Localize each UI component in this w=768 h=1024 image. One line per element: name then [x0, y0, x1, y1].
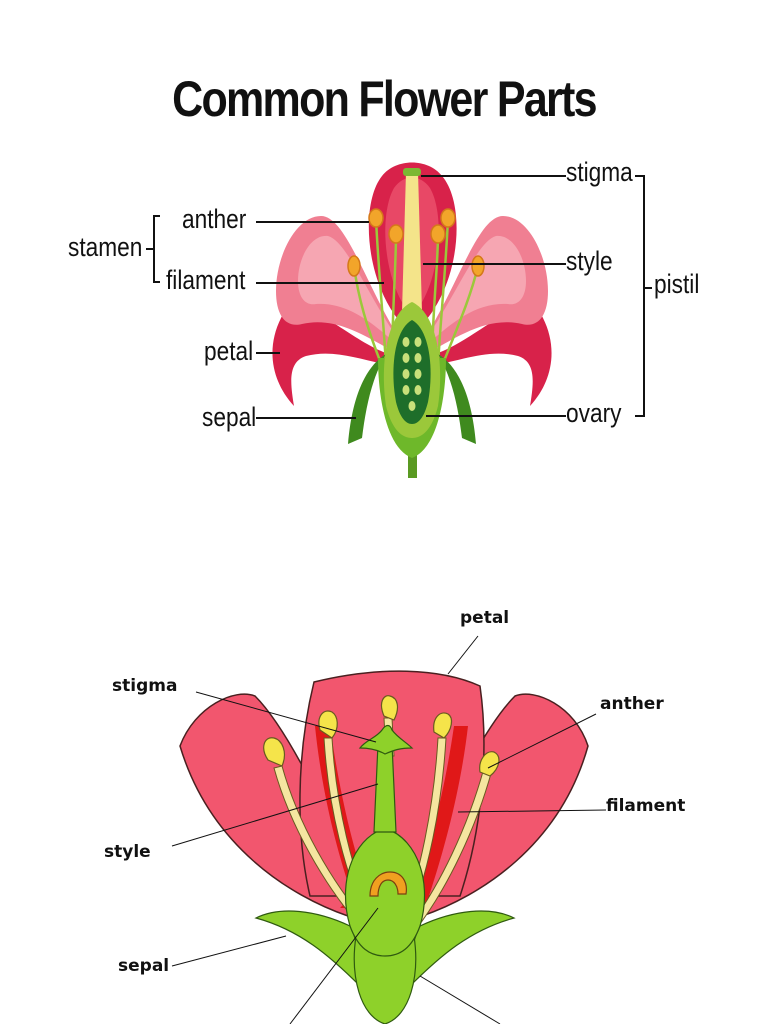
right-sepal	[438, 354, 476, 444]
left-sepal	[254, 910, 362, 988]
top-flower-diagram: Common Flower Parts	[66, 66, 702, 478]
leader-receptacle	[419, 975, 501, 1024]
anther-1	[263, 737, 286, 767]
ovule	[369, 871, 407, 897]
label-sepal: sepal	[202, 402, 257, 432]
top-flower-illustration	[146, 162, 652, 478]
leader-sepal	[171, 935, 287, 967]
bottom-flower-illustration	[171, 635, 607, 1024]
leader-filament	[457, 809, 607, 813]
anther-1	[368, 208, 384, 228]
label-filament: filament	[606, 796, 686, 816]
leader-petal	[447, 635, 479, 675]
leader-anther	[487, 713, 597, 769]
right-petal	[428, 306, 552, 406]
label-style: style	[566, 246, 613, 276]
label-stigma: stigma	[112, 676, 178, 696]
label-pistil: pistil	[654, 269, 700, 299]
filament-1	[374, 217, 388, 367]
label-stamen: stamen	[68, 232, 143, 262]
label-style: style	[104, 842, 151, 862]
left-sepal	[348, 354, 386, 444]
leader-style	[171, 783, 379, 847]
stigma	[358, 724, 414, 755]
label-filament: filament	[166, 265, 246, 295]
stamen-bracket	[146, 215, 160, 283]
label-sepal: sepal	[118, 956, 170, 976]
leader-ovary	[289, 907, 379, 1024]
leader-stigma	[195, 691, 377, 743]
label-anther: anther	[600, 694, 664, 714]
label-anther: anther	[182, 204, 247, 234]
label-stigma: stigma	[566, 157, 633, 187]
style	[373, 743, 397, 833]
label-petal: petal	[460, 608, 510, 628]
pistil-bracket	[635, 175, 652, 417]
right-sepal	[408, 910, 516, 988]
diagram-title: Common Flower Parts	[172, 71, 597, 127]
label-petal: petal	[204, 336, 254, 366]
stigma	[403, 168, 421, 176]
label-ovary: ovary	[566, 398, 622, 428]
style	[402, 172, 422, 312]
left-petal	[272, 306, 396, 406]
bottom-flower-diagram: petal stigma anther filament style sepal	[60, 596, 710, 1024]
